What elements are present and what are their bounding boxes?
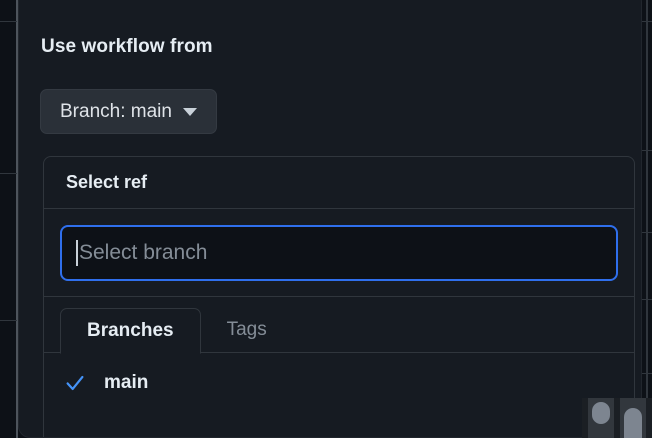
ref-search-input[interactable]: Select branch bbox=[60, 224, 618, 281]
backdrop-divider bbox=[0, 320, 17, 321]
backdrop-divider bbox=[642, 150, 652, 151]
list-item[interactable]: main bbox=[44, 363, 634, 403]
select-ref-panel: Select ref Select branch Branches Tags bbox=[43, 156, 635, 437]
select-ref-header: Select ref bbox=[44, 157, 634, 209]
scrollbar-gap bbox=[646, 398, 652, 438]
scrollbar-gap bbox=[614, 398, 620, 438]
backdrop-divider bbox=[642, 232, 652, 233]
list-item-label: main bbox=[104, 372, 149, 393]
branch-selector-button[interactable]: Branch: main bbox=[40, 89, 217, 134]
backdrop-right-rail bbox=[646, 0, 648, 438]
branch-selector-label: Branch: main bbox=[60, 100, 172, 122]
backdrop-divider bbox=[0, 173, 17, 174]
inner-scrollbar-thumb[interactable] bbox=[592, 402, 610, 424]
ref-search-placeholder: Select branch bbox=[79, 240, 208, 264]
select-ref-title: Select ref bbox=[66, 172, 148, 192]
page-title: Use workflow from bbox=[41, 36, 213, 57]
outer-scrollbar-thumb[interactable] bbox=[624, 408, 642, 438]
tab-tags-label: Tags bbox=[226, 319, 267, 340]
ref-filter-row: Select branch bbox=[44, 209, 634, 297]
scrollbar-gap bbox=[582, 398, 588, 438]
branch-list: main bbox=[44, 353, 634, 403]
backdrop-divider bbox=[642, 21, 652, 22]
backdrop-left-rail bbox=[16, 0, 18, 438]
tab-branches-label: Branches bbox=[87, 320, 174, 341]
backdrop-divider bbox=[642, 299, 652, 300]
chevron-down-icon bbox=[182, 107, 197, 116]
check-icon bbox=[66, 375, 84, 391]
run-workflow-dialog: Use workflow from Branch: main Select re… bbox=[18, 0, 642, 438]
backdrop-divider bbox=[642, 373, 652, 374]
text-caret bbox=[76, 239, 78, 266]
scrollbar-cluster bbox=[576, 390, 652, 438]
ref-tablist: Branches Tags bbox=[44, 297, 634, 354]
backdrop-divider bbox=[0, 21, 17, 22]
tab-branches[interactable]: Branches bbox=[60, 308, 201, 354]
tab-tags[interactable]: Tags bbox=[201, 307, 293, 353]
